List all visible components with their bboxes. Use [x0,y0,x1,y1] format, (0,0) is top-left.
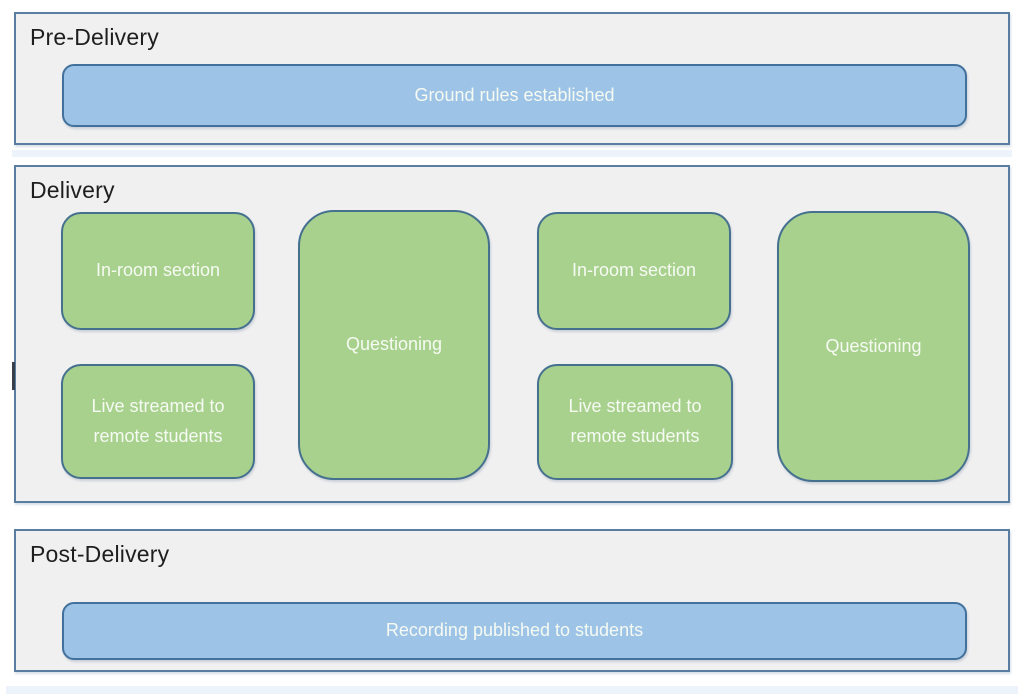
node-label: Live streamed to remote students [91,395,225,446]
node-label: Questioning [825,335,922,356]
bottom-shadow-band [6,686,1018,694]
section-title-pre-delivery: Pre-Delivery [30,24,159,50]
node-questioning-2: Questioning [777,211,970,482]
node-questioning-1: Questioning [298,210,490,480]
node-label: Questioning [345,334,443,355]
node-in-room-section-1: In-room section [61,212,255,330]
node-label: Live streamed to remote students [568,396,702,446]
node-recording-published: Recording published to students [62,602,967,660]
section-pre-delivery: Pre-Delivery Ground rules established [14,12,1010,145]
node-in-room-section-2: In-room section [537,212,731,330]
node-label: In-room section [571,260,697,281]
section-post-delivery: Post-Delivery Recording published to stu… [14,529,1010,672]
section-title-delivery: Delivery [30,177,115,203]
node-label: Recording published to students [385,620,644,641]
section-title-post-delivery: Post-Delivery [30,541,170,567]
left-edge-tick-artifact [12,362,15,390]
node-label: In-room section [95,260,221,281]
node-ground-rules: Ground rules established [62,64,967,127]
section-delivery: Delivery In-room section Questioning In-… [14,165,1010,503]
node-live-streamed-1: Live streamed to remote students [61,364,255,479]
divider-shadow-band [12,150,1012,157]
node-label: Ground rules established [414,84,615,105]
node-live-streamed-2: Live streamed to remote students [537,364,733,480]
